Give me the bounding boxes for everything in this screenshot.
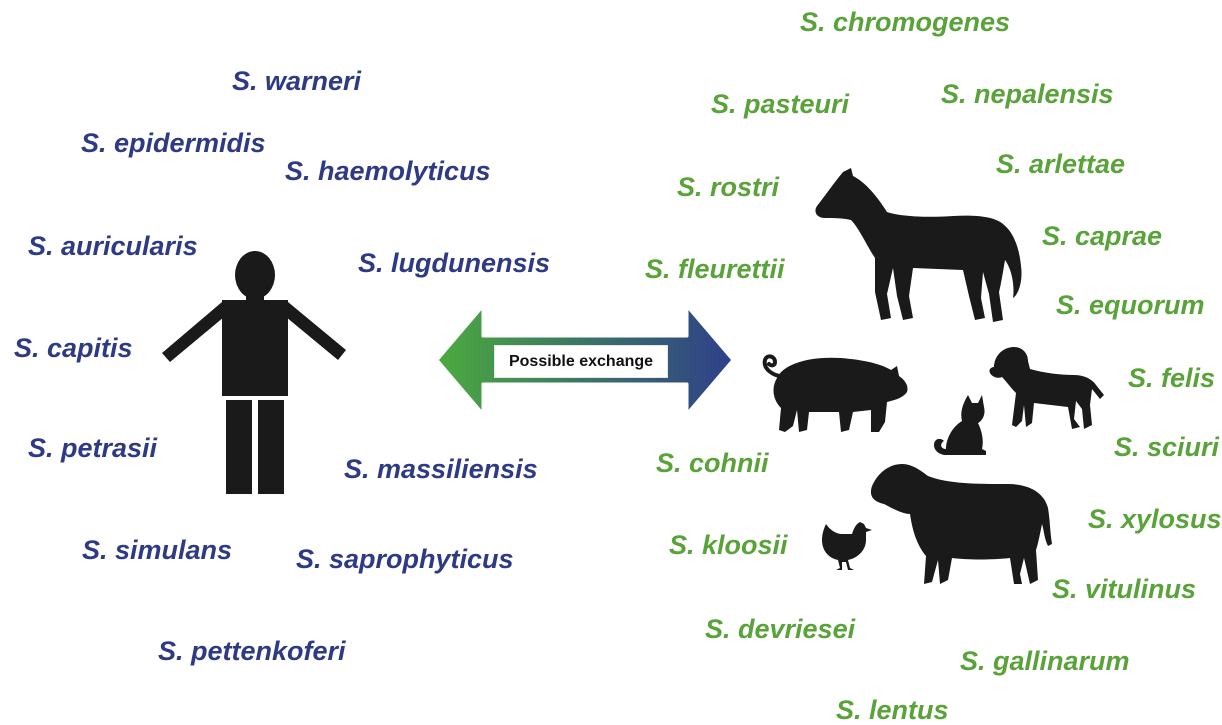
cat-icon	[932, 393, 988, 455]
animal-species-lentus: S. lentus	[836, 697, 949, 724]
human-species-lugdunensis: S. lugdunensis	[358, 250, 550, 277]
dog-icon	[988, 345, 1106, 431]
animal-species-sciuri: S. sciuri	[1114, 434, 1219, 461]
animal-species-nepalensis: S. nepalensis	[941, 81, 1114, 108]
human-species-petrasii: S. petrasii	[28, 435, 157, 462]
animal-species-rostri: S. rostri	[677, 174, 779, 201]
animal-species-pasteuri: S. pasteuri	[711, 91, 849, 118]
human-species-epidermidis: S. epidermidis	[81, 130, 266, 157]
animal-species-fleurettii: S. fleurettii	[645, 256, 785, 283]
pig-icon	[757, 350, 909, 436]
human-species-capitis: S. capitis	[14, 335, 133, 362]
animal-species-vitulinus: S. vitulinus	[1052, 576, 1196, 603]
exchange-label: Possible exchange	[494, 345, 668, 378]
cow-icon	[868, 462, 1054, 588]
animal-species-felis: S. felis	[1128, 365, 1215, 392]
human-species-massiliensis: S. massiliensis	[344, 456, 538, 483]
animal-species-xylosus: S. xylosus	[1088, 506, 1222, 533]
human-species-simulans: S. simulans	[82, 537, 232, 564]
human-species-warneri: S. warneri	[232, 68, 361, 95]
animal-species-cohnii: S. cohnii	[656, 450, 769, 477]
animal-species-caprae: S. caprae	[1042, 223, 1162, 250]
animal-species-gallinarum: S. gallinarum	[960, 648, 1130, 675]
human-icon	[160, 250, 350, 498]
animal-species-kloosii: S. kloosii	[669, 532, 788, 559]
animal-species-equorum: S. equorum	[1056, 292, 1205, 319]
human-species-pettenkoferi: S. pettenkoferi	[158, 638, 346, 665]
animal-species-chromogenes: S. chromogenes	[800, 9, 1010, 36]
human-species-haemolyticus: S. haemolyticus	[285, 158, 491, 185]
animal-species-devriesei: S. devriesei	[705, 616, 855, 643]
horse-icon	[813, 168, 1028, 328]
human-species-saprophyticus: S. saprophyticus	[296, 546, 514, 573]
chicken-icon	[820, 520, 872, 574]
